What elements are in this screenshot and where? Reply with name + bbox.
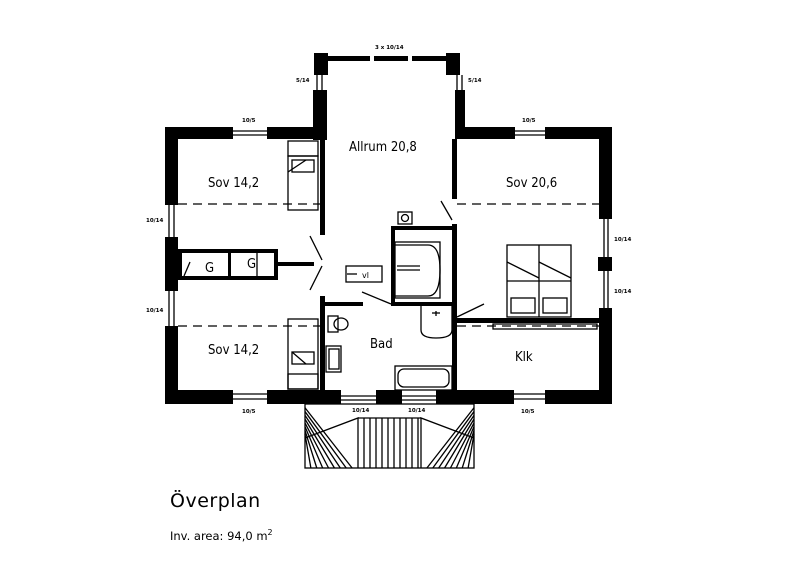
window-bay-right: 5/14 (468, 78, 482, 84)
room-sov-top-right: Sov 20,6 (506, 176, 557, 191)
window-right-lower: 10/14 (614, 289, 631, 295)
window-top-bay: 3 x 10/14 (375, 45, 404, 51)
stair-tread (449, 422, 475, 469)
walls (165, 53, 612, 404)
window-bottom-mid-left: 10/14 (352, 408, 369, 414)
room-sov-top-left: Sov 14,2 (208, 176, 259, 191)
room-allrum: Allrum 20,8 (349, 140, 417, 155)
room-sov-bottom-left: Sov 14,2 (208, 343, 259, 358)
ceiling-lines (178, 203, 599, 327)
room-klk: Klk (515, 350, 533, 365)
room-labels: Allrum 20,8 Sov 14,2 Sov 20,6 Sov 14,2 B… (205, 140, 557, 365)
room-g1: G (205, 261, 214, 276)
stair-tread (304, 407, 353, 469)
stair-tread (304, 414, 341, 469)
window-top-right: 10/5 (522, 118, 536, 124)
window-bottom-left: 10/5 (242, 409, 256, 415)
fixtures (256, 140, 598, 391)
stair-tread (467, 434, 475, 469)
plan-area: Inv. area: 94,0 m2 (170, 528, 273, 543)
window-right-upper: 10/14 (614, 237, 631, 243)
window-bottom-right: 10/5 (521, 409, 535, 415)
window-bottom-mid-right: 10/14 (408, 408, 425, 414)
stair-tread (455, 426, 475, 469)
area-label: Inv. area: 94,0 m (170, 528, 268, 543)
stair-tread (432, 411, 475, 469)
window-left-lower: 10/14 (146, 308, 163, 314)
stair-tread (304, 430, 318, 469)
stair-tread (461, 430, 475, 469)
stair-tread (304, 411, 347, 469)
window-bay-left: 5/14 (296, 78, 310, 84)
windows (168, 75, 609, 401)
room-vl: vl (362, 271, 369, 280)
stair-tread (438, 414, 475, 469)
window-left-upper: 10/14 (146, 218, 163, 224)
entrance-stairs (304, 403, 475, 469)
window-labels: 3 x 10/14 5/14 5/14 10/5 10/5 10/14 10/1… (146, 45, 631, 415)
stair-tread (426, 407, 475, 469)
stair-tread (443, 418, 475, 469)
room-bad: Bad (370, 337, 393, 352)
plan-title: Överplan (170, 490, 261, 512)
stair-tread (304, 418, 336, 469)
stair-tread (304, 426, 324, 469)
window-top-left: 10/5 (242, 118, 256, 124)
stair-tread (304, 422, 330, 469)
doors (183, 200, 485, 318)
area-superscript: 2 (267, 528, 273, 537)
room-g2: G (247, 257, 256, 272)
stair-tread (304, 434, 312, 469)
